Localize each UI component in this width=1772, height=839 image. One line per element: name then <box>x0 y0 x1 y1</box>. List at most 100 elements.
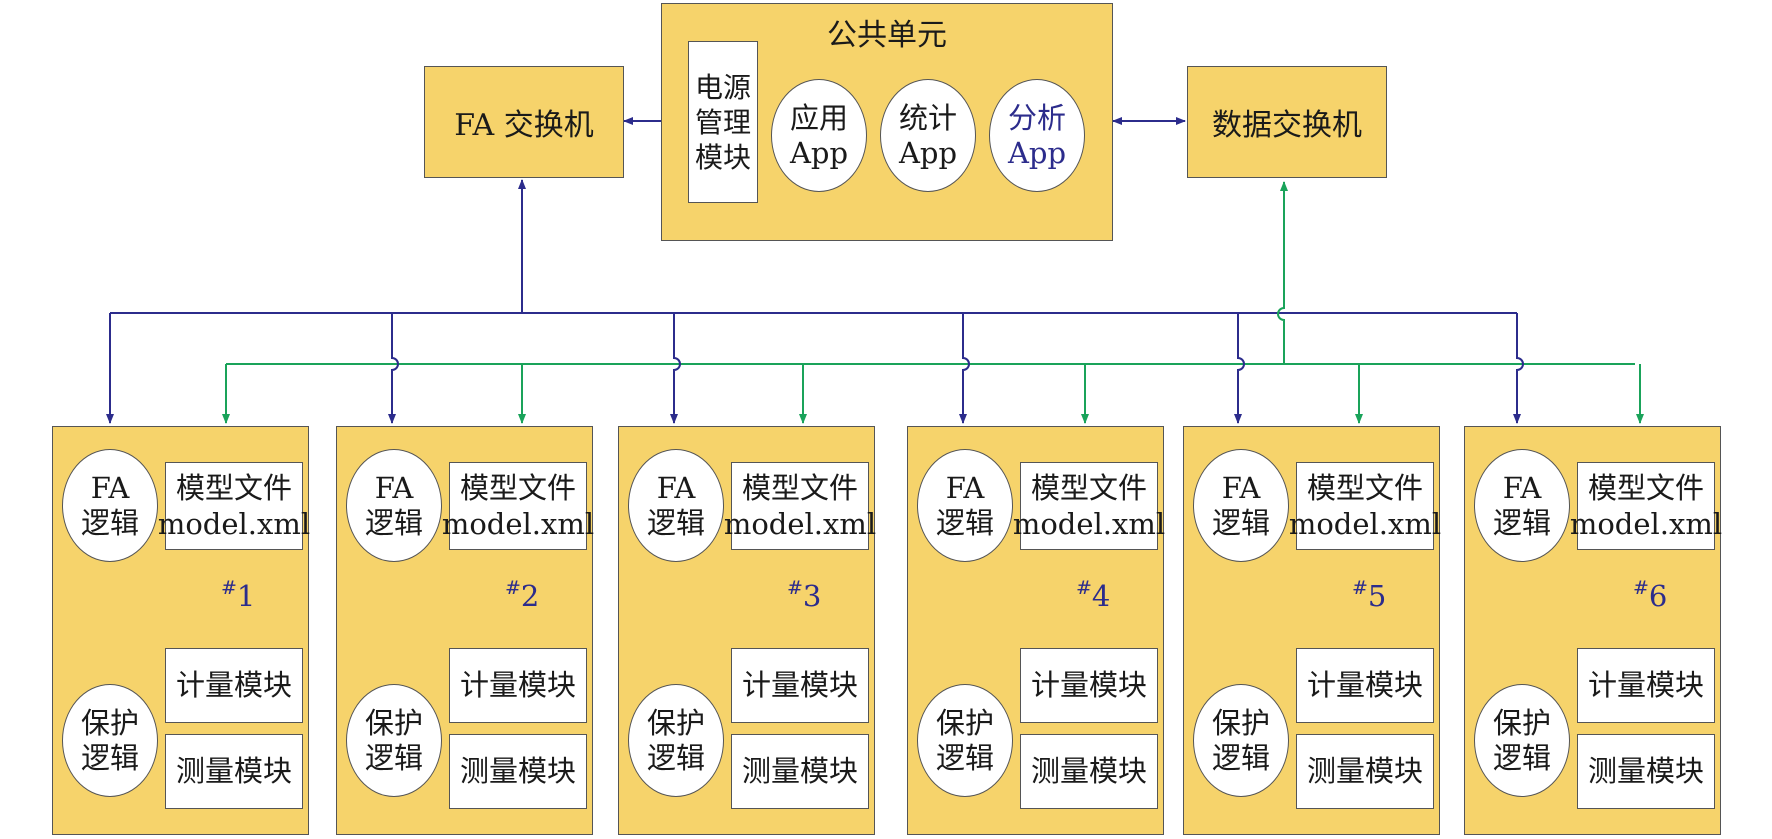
protection-logic-line-1: 保护 <box>1492 705 1551 740</box>
model-file-line-2: model.xml <box>441 507 595 541</box>
protection-logic-line-2: 逻辑 <box>1492 740 1551 775</box>
model-file-6: 模型文件 model.xml <box>1570 462 1722 550</box>
fa-logic-line-2: 逻辑 <box>646 505 705 540</box>
protection-logic-line-2: 逻辑 <box>1211 740 1270 775</box>
measurement-module-4: 测量模块 <box>1020 734 1158 809</box>
app-analysis-line-2: App <box>1007 135 1067 170</box>
protection-logic-line-1: 保护 <box>646 705 705 740</box>
protection-logic-2: 保护 逻辑 <box>346 684 442 797</box>
device-hash-4: # <box>1076 577 1092 599</box>
device-number-5: #5 <box>1352 577 1387 613</box>
model-file-line-1: 模型文件 <box>1306 470 1423 505</box>
measurement-module-5: 测量模块 <box>1296 734 1434 809</box>
model-file-line-1: 模型文件 <box>175 470 292 505</box>
blue-drop-6 <box>1513 313 1524 424</box>
app-application-line-2: App <box>789 135 849 170</box>
device-number-1: #1 <box>221 577 256 613</box>
fa-logic-5: FA 逻辑 <box>1193 449 1289 562</box>
fa-logic-line-1: FA <box>374 470 414 505</box>
protection-logic-5: 保护 逻辑 <box>1193 684 1289 797</box>
protection-logic-line-2: 逻辑 <box>935 740 994 775</box>
protection-logic-3: 保护 逻辑 <box>628 684 724 797</box>
fa-switch: FA 交换机 <box>424 66 624 178</box>
device-num-3: 3 <box>802 579 822 613</box>
data-switch: 数据交换机 <box>1187 66 1387 178</box>
protection-logic-line-1: 保护 <box>935 705 994 740</box>
data-switch-uplink <box>1277 181 1288 364</box>
model-file-line-2: model.xml <box>1012 507 1166 541</box>
model-file-4: 模型文件 model.xml <box>1013 462 1165 550</box>
device-hash-3: # <box>787 577 803 599</box>
metering-module-5: 计量模块 <box>1296 648 1434 723</box>
device-num-5: 5 <box>1367 579 1387 613</box>
device-num-2: 2 <box>520 579 540 613</box>
power-management-module: 电源 管理 模块 <box>688 41 758 203</box>
app-analysis-line-1: 分析 <box>1007 100 1066 135</box>
model-file-1: 模型文件 model.xml <box>158 462 310 550</box>
protection-logic-1: 保护 逻辑 <box>62 684 158 797</box>
app-analysis: 分析 App <box>989 79 1085 192</box>
metering-module-3: 计量模块 <box>731 648 869 723</box>
power-module-line-1: 电源 <box>694 70 751 104</box>
model-file-line-1: 模型文件 <box>459 470 576 505</box>
fa-logic-line-2: 逻辑 <box>1492 505 1551 540</box>
app-statistics: 统计 App <box>880 79 976 192</box>
model-file-line-1: 模型文件 <box>1030 470 1147 505</box>
device-number-4: #4 <box>1076 577 1111 613</box>
measurement-module-1: 测量模块 <box>165 734 303 809</box>
protection-logic-line-2: 逻辑 <box>80 740 139 775</box>
protection-logic-line-1: 保护 <box>80 705 139 740</box>
fa-logic-line-1: FA <box>1221 470 1261 505</box>
device-num-1: 1 <box>236 579 256 613</box>
fa-logic-line-2: 逻辑 <box>364 505 423 540</box>
blue-drop-2 <box>388 313 399 424</box>
app-application: 应用 App <box>771 79 867 192</box>
model-file-3: 模型文件 model.xml <box>724 462 876 550</box>
measurement-module-2: 测量模块 <box>449 734 587 809</box>
fa-logic-line-1: FA <box>90 470 130 505</box>
blue-drop-5 <box>1234 313 1245 424</box>
fa-switch-label: FA 交换机 <box>454 108 594 143</box>
device-num-6: 6 <box>1648 579 1668 613</box>
model-file-5: 模型文件 model.xml <box>1289 462 1441 550</box>
fa-logic-line-1: FA <box>945 470 985 505</box>
public-unit-title: 公共单元 <box>827 18 947 53</box>
fa-logic-4: FA 逻辑 <box>917 449 1013 562</box>
device-number-2: #2 <box>505 577 540 613</box>
fa-logic-line-2: 逻辑 <box>935 505 994 540</box>
app-statistics-line-1: 统计 <box>898 100 957 135</box>
app-statistics-line-2: App <box>898 135 958 170</box>
power-module-line-3: 模块 <box>694 140 751 174</box>
app-application-line-1: 应用 <box>789 100 848 135</box>
metering-module-6: 计量模块 <box>1577 648 1715 723</box>
device-number-6: #6 <box>1633 577 1668 613</box>
protection-logic-6: 保护 逻辑 <box>1474 684 1570 797</box>
model-file-line-1: 模型文件 <box>1587 470 1704 505</box>
protection-logic-line-1: 保护 <box>1211 705 1270 740</box>
device-num-4: 4 <box>1091 579 1111 613</box>
fa-logic-1: FA 逻辑 <box>62 449 158 562</box>
model-file-line-2: model.xml <box>723 507 877 541</box>
model-file-line-1: 模型文件 <box>741 470 858 505</box>
protection-logic-line-2: 逻辑 <box>646 740 705 775</box>
device-hash-1: # <box>221 577 237 599</box>
model-file-2: 模型文件 model.xml <box>442 462 594 550</box>
device-hash-5: # <box>1352 577 1368 599</box>
device-hash-2: # <box>505 577 521 599</box>
device-hash-6: # <box>1633 577 1649 599</box>
protection-logic-4: 保护 逻辑 <box>917 684 1013 797</box>
metering-module-1: 计量模块 <box>165 648 303 723</box>
model-file-line-2: model.xml <box>1288 507 1442 541</box>
blue-drop-3 <box>670 313 681 424</box>
measurement-module-6: 测量模块 <box>1577 734 1715 809</box>
fa-logic-6: FA 逻辑 <box>1474 449 1570 562</box>
fa-logic-line-2: 逻辑 <box>80 505 139 540</box>
model-file-line-2: model.xml <box>1569 507 1723 541</box>
measurement-module-3: 测量模块 <box>731 734 869 809</box>
power-module-line-2: 管理 <box>694 105 751 139</box>
model-file-line-2: model.xml <box>157 507 311 541</box>
fa-logic-line-1: FA <box>656 470 696 505</box>
fa-logic-line-1: FA <box>1502 470 1542 505</box>
